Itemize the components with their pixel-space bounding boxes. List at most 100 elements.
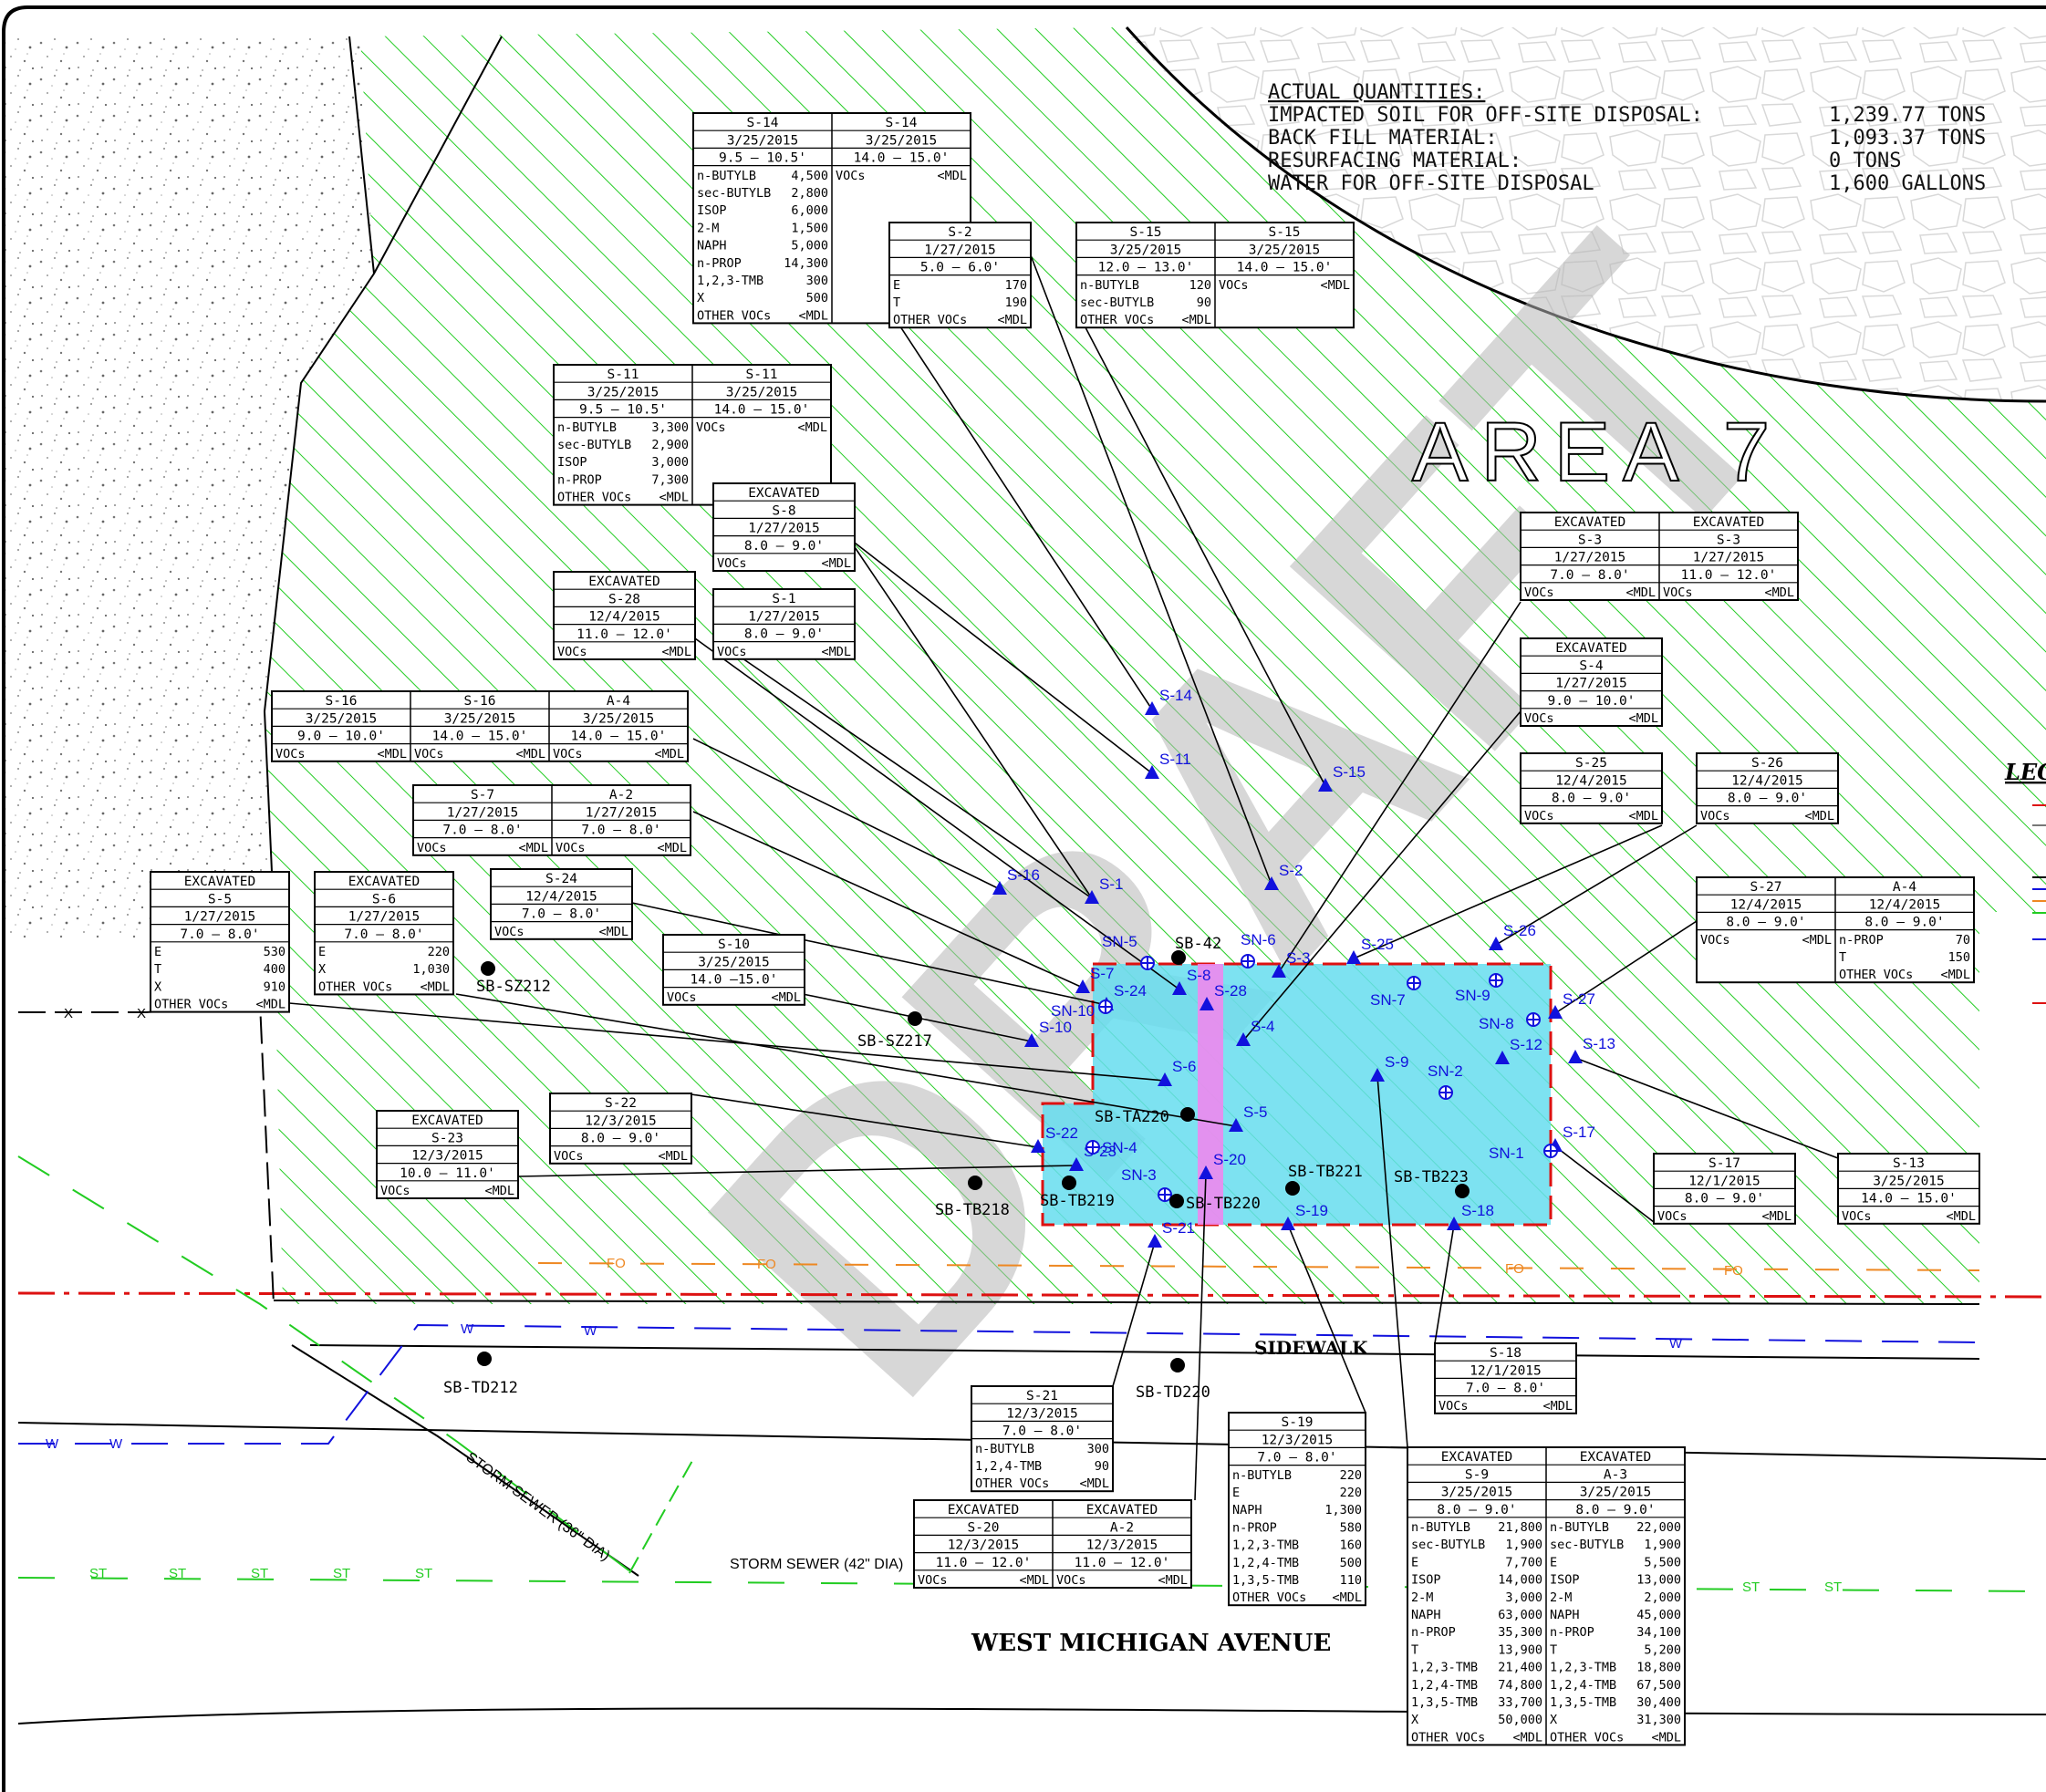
- pavement-edge: [1125, 26, 2046, 403]
- table-header-cell: 8.0 – 9.0': [1728, 792, 1807, 806]
- table-header-cell: EXCAVATED: [588, 575, 660, 589]
- soil-boring-icon: [1455, 1184, 1470, 1198]
- table-analyte: T: [1839, 950, 1846, 965]
- table-analyte: VOCs: [717, 645, 747, 659]
- table-value: 13,900: [1498, 1642, 1542, 1657]
- table-analyte: VOCs: [918, 1573, 948, 1588]
- table-header-cell: 7.0 – 8.0': [1466, 1382, 1545, 1396]
- street-lines: [17, 1001, 2046, 1725]
- table-analyte: n-BUTYLB: [1080, 278, 1139, 293]
- table-header-cell: 1/27/2015: [1555, 677, 1627, 691]
- table-header-cell: 14.0 – 15.0': [571, 730, 667, 744]
- table-value: 1,030: [412, 962, 450, 977]
- table-header-cell: 1/27/2015: [348, 910, 421, 925]
- table-value: <MDL: [1320, 278, 1350, 293]
- table-analyte: 1,2,4-TMB: [1550, 1678, 1616, 1693]
- soil-boring-label: SB-TA220: [1095, 1108, 1169, 1126]
- sample-triangle-icon: [1199, 1165, 1213, 1179]
- leader-line: [854, 546, 1093, 899]
- table-header-cell: S-16: [464, 694, 496, 709]
- table-value: 580: [1340, 1520, 1362, 1535]
- table-header-cell: 3/25/2015: [587, 385, 659, 399]
- table-header-cell: 12/1/2015: [1470, 1363, 1542, 1378]
- table-analyte: OTHER VOCs: [557, 491, 631, 505]
- soil-gas-label: SN-1: [1489, 1145, 1524, 1162]
- table-header-cell: 7.0 – 8.0': [581, 823, 660, 838]
- table-header-cell: 12/3/2015: [411, 1149, 483, 1164]
- table-value: 7,700: [1505, 1555, 1542, 1569]
- soil-boring-icon: [968, 1176, 982, 1190]
- table-analyte: NAPH: [1232, 1503, 1262, 1518]
- table-value: 67,500: [1636, 1678, 1681, 1693]
- table-value: <MDL: [1079, 1476, 1109, 1491]
- table-value: 1,900: [1505, 1538, 1542, 1552]
- table-header-cell: 9.5 – 10.5': [579, 403, 667, 418]
- leader-line: [1287, 1224, 1366, 1414]
- quantities-block: ACTUAL QUANTITIES: IMPACTED SOIL FOR OFF…: [1268, 81, 1986, 195]
- soil-boring-icon: [1062, 1176, 1076, 1190]
- soil-boring-icon: [1169, 1194, 1184, 1208]
- storm42-label: STORM SEWER (42" DIA): [730, 1557, 903, 1572]
- leader-line: [692, 738, 1001, 890]
- table-analyte: n-PROP: [1232, 1520, 1277, 1535]
- table-header-cell: 12/3/2015: [1086, 1538, 1158, 1553]
- legend-title: LEG: [2004, 759, 2046, 785]
- fo-code: FO: [1724, 1263, 1743, 1279]
- table-value: 3,000: [1505, 1590, 1542, 1605]
- sample-triangle-icon: [1200, 997, 1214, 1010]
- border: [1, 5, 2046, 1792]
- table-analyte: VOCs: [1842, 1209, 1872, 1224]
- table-analyte: ISOP: [1411, 1573, 1441, 1588]
- sample-label: S-14: [1159, 687, 1192, 704]
- x-code: X: [64, 1006, 73, 1021]
- table-value: <MDL: [1628, 711, 1658, 726]
- table-header-cell: EXCAVATED: [1086, 1503, 1158, 1518]
- table-analyte: E: [1232, 1486, 1240, 1500]
- table-analyte: 1,2,4-TMB: [1232, 1556, 1299, 1570]
- table-value: <MDL: [654, 747, 684, 761]
- table-value: 110: [1340, 1573, 1362, 1588]
- w-code: W: [109, 1436, 123, 1452]
- table-header-cell: EXCAVATED: [184, 875, 256, 889]
- table-header-cell: 8.0 – 9.0': [581, 1132, 660, 1146]
- sample-triangle-icon: [1568, 1050, 1583, 1063]
- soil-gas-label: SN-3: [1121, 1166, 1157, 1184]
- table-header-cell: S-15: [1269, 225, 1301, 240]
- table-header-cell: 1/27/2015: [748, 609, 820, 624]
- sample-label: S-8: [1187, 967, 1210, 984]
- table-value: <MDL: [1512, 1730, 1542, 1745]
- table-analyte: OTHER VOCs: [318, 979, 392, 994]
- sample-triangle-icon: [1272, 964, 1286, 978]
- sample-triangle-icon: [1370, 1068, 1385, 1082]
- leader-line: [1112, 1241, 1156, 1387]
- sample-triangle-icon: [1031, 1139, 1045, 1153]
- table-analyte: OTHER VOCs: [1839, 968, 1913, 982]
- table-analyte: VOCs: [836, 169, 866, 183]
- table-analyte: VOCs: [1657, 1209, 1688, 1224]
- soil-gas-label: SN-6: [1241, 931, 1276, 948]
- st-code: ST: [251, 1566, 268, 1581]
- table-header-cell: 12/4/2015: [1869, 897, 1941, 912]
- table-header-cell: 3/25/2015: [306, 711, 378, 726]
- table-header-cell: 14.0 – 15.0': [854, 151, 950, 166]
- leader-line: [1554, 1145, 1655, 1223]
- table-value: 7,300: [651, 472, 689, 487]
- sample-triangle-icon: [1346, 950, 1361, 964]
- sample-label: S-25: [1361, 936, 1394, 953]
- table-value: <MDL: [1332, 1590, 1362, 1605]
- table-value: 1,500: [791, 221, 828, 235]
- table-value: 21,400: [1498, 1661, 1542, 1675]
- sample-label: S-5: [1243, 1103, 1267, 1121]
- table-analyte: 1,2,4-TMB: [975, 1459, 1042, 1474]
- fo-code: FO: [757, 1257, 776, 1272]
- table-analyte: X: [318, 962, 326, 977]
- leader-line: [288, 1002, 1166, 1082]
- table-analyte: 1,2,4-TMB: [1411, 1678, 1478, 1693]
